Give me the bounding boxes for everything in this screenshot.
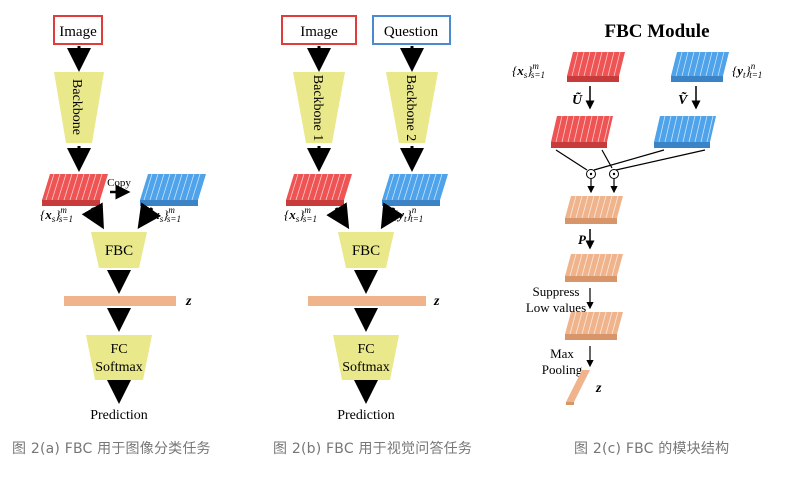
fbc-trapezoid xyxy=(91,232,147,268)
fbc-label: FBC xyxy=(105,243,133,259)
image-box xyxy=(53,15,103,45)
connection-lines xyxy=(555,149,706,171)
softmax-label: Softmax xyxy=(342,360,389,375)
feature-block-blue xyxy=(382,173,448,206)
fc-softmax-trapezoid xyxy=(333,335,399,380)
image-label: Image xyxy=(59,24,97,40)
z-label: z xyxy=(595,381,602,396)
z-vector xyxy=(308,296,426,306)
feature-block-red-mid xyxy=(551,115,613,148)
caption-c: 图 2(c) FBC 的模块结构 xyxy=(574,441,730,457)
feature-block-orange-p xyxy=(565,195,623,224)
fbc-module-title: FBC Module xyxy=(604,21,709,42)
backbone1-trapezoid xyxy=(293,72,345,143)
prediction-label: Prediction xyxy=(337,408,395,423)
question-box xyxy=(372,15,451,45)
feature-block-red xyxy=(42,173,108,206)
feature-block-orange-pooled-input xyxy=(565,311,623,340)
image-box xyxy=(281,15,357,45)
panel-a: Image Backbone Copy xyxy=(40,15,206,423)
max-pooling-label-line1: Max xyxy=(550,346,574,361)
arrow xyxy=(81,202,104,230)
arrow xyxy=(380,202,404,230)
panel-b: Image Question Backbone 1 Backbone 2 xyxy=(281,15,451,423)
hadamard-dot xyxy=(589,172,593,176)
v-label: Ṽ xyxy=(678,90,689,108)
fbc-label: FBC xyxy=(352,243,380,259)
suppress-label-line1: Suppress xyxy=(533,284,580,299)
backbone-label: Backbone xyxy=(69,79,84,135)
fbc-trapezoid xyxy=(338,232,394,268)
feature-block-blue-top xyxy=(671,51,729,82)
backbone1-label: Backbone 1 xyxy=(310,75,325,141)
hadamard-dot xyxy=(612,172,616,176)
suppress-label-line2: Low values xyxy=(526,300,586,315)
caption-a: 图 2(a) FBC 用于图像分类任务 xyxy=(12,441,211,457)
question-label: Question xyxy=(384,24,439,40)
fc-softmax-trapezoid xyxy=(86,335,152,380)
image-label: Image xyxy=(300,24,338,40)
backbone2-label: Backbone 2 xyxy=(403,75,418,141)
fc-label: FC xyxy=(357,342,374,357)
arrow xyxy=(326,202,350,230)
backbone2-trapezoid xyxy=(386,72,438,143)
z-vector xyxy=(64,296,176,306)
feature-block-blue-mid xyxy=(654,115,716,148)
z-label: z xyxy=(185,294,192,309)
z-label: z xyxy=(433,294,440,309)
u-label: Ũ xyxy=(572,90,583,108)
backbone-trapezoid xyxy=(54,72,104,143)
feature-block-red-top xyxy=(567,51,625,82)
feature-block-blue xyxy=(140,173,206,206)
copy-label: Copy xyxy=(107,177,131,189)
max-pooling-label-line2: Pooling xyxy=(542,362,583,377)
caption-b: 图 2(b) FBC 用于视觉问答任务 xyxy=(273,441,473,457)
p-label: P xyxy=(578,232,587,247)
softmax-label: Softmax xyxy=(95,360,142,375)
feature-block-orange-suppressed xyxy=(565,253,623,282)
z-vector-slanted xyxy=(566,370,590,405)
prediction-label: Prediction xyxy=(90,408,148,423)
feature-block-red xyxy=(286,173,352,206)
arrow xyxy=(137,202,162,229)
fc-label: FC xyxy=(110,342,127,357)
